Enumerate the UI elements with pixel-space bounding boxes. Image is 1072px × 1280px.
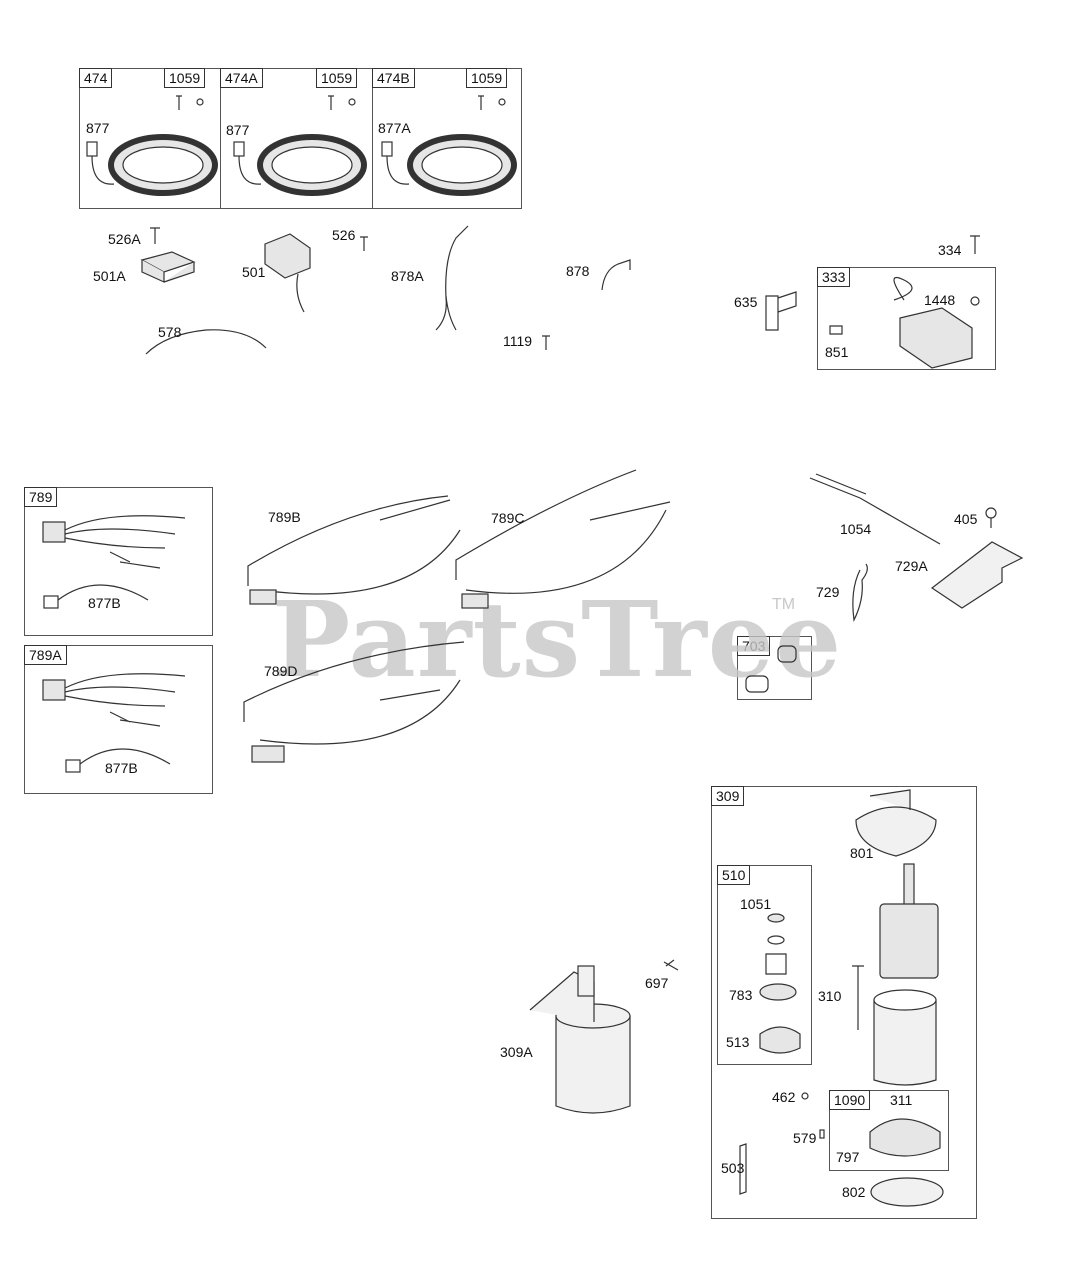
- label-513[interactable]: 513: [726, 1034, 750, 1050]
- tag-333[interactable]: 333: [817, 267, 851, 287]
- bolt-icon: [663, 959, 679, 971]
- connector-lead-icon: [43, 584, 171, 773]
- stator-lead-icon: [86, 141, 410, 185]
- label-877[interactable]: 877: [86, 120, 110, 136]
- label-789b[interactable]: 789B: [268, 509, 301, 525]
- harness-icon: [42, 515, 186, 727]
- bracket-icon: [739, 1143, 747, 1195]
- label-462[interactable]: 462: [772, 1089, 796, 1105]
- label-501a[interactable]: 501A: [93, 268, 126, 284]
- label-789d[interactable]: 789D: [264, 663, 298, 679]
- clamp-icon: [745, 645, 797, 693]
- label-635[interactable]: 635: [734, 294, 758, 310]
- tag-789a[interactable]: 789A: [24, 645, 67, 665]
- label-802[interactable]: 802: [842, 1184, 866, 1200]
- tag-474b[interactable]: 474B: [372, 68, 415, 88]
- tag-474[interactable]: 474: [79, 68, 113, 88]
- label-877b[interactable]: 877B: [88, 595, 121, 611]
- label-878[interactable]: 878: [566, 263, 590, 279]
- tag-309[interactable]: 309: [711, 786, 745, 806]
- nut-icon: [801, 1092, 809, 1100]
- starter-309-box: [711, 786, 977, 1219]
- label-526[interactable]: 526: [332, 227, 356, 243]
- stator-icon: [108, 134, 517, 196]
- label-1054[interactable]: 1054: [840, 521, 872, 537]
- tag-1059[interactable]: 1059: [164, 68, 206, 88]
- label-789c[interactable]: 789C: [491, 510, 525, 526]
- label-503[interactable]: 503: [721, 1160, 745, 1176]
- screw-nut-icon: [176, 95, 506, 110]
- brush-1090-box: [829, 1090, 949, 1171]
- label-783[interactable]: 783: [729, 987, 753, 1003]
- label-797[interactable]: 797: [836, 1149, 860, 1165]
- terminal-icon: [819, 1129, 825, 1139]
- wire-lead-icon: [145, 329, 267, 355]
- label-729a[interactable]: 729A: [895, 558, 928, 574]
- drive-part-icon: [759, 913, 801, 1054]
- label-877[interactable]: 877: [226, 122, 250, 138]
- label-309a[interactable]: 309A: [500, 1044, 533, 1060]
- ignition-coil-icon: [829, 276, 980, 369]
- starter-motor-icon: [529, 965, 631, 1114]
- tag-1090[interactable]: 1090: [829, 1090, 871, 1110]
- tag-1059[interactable]: 1059: [316, 68, 358, 88]
- label-579[interactable]: 579: [793, 1130, 817, 1146]
- label-1119[interactable]: 1119: [503, 333, 533, 349]
- label-851[interactable]: 851: [825, 344, 849, 360]
- tag-789[interactable]: 789: [24, 487, 58, 507]
- shield-plate-icon: [930, 541, 1024, 609]
- armature-icon: [879, 863, 939, 979]
- clip-icon: [852, 563, 868, 623]
- label-877b[interactable]: 877B: [105, 760, 138, 776]
- stator-474b-box: [372, 68, 522, 209]
- wire-lead-icon: [435, 225, 469, 331]
- drive-510-box: [717, 865, 812, 1065]
- trademark-mark: TM: [772, 596, 796, 613]
- label-697[interactable]: 697: [645, 975, 669, 991]
- spark-plug-boot-icon: [765, 291, 797, 331]
- label-310[interactable]: 310: [818, 988, 842, 1004]
- clamp-703-box: [737, 636, 812, 700]
- label-311[interactable]: 311: [890, 1092, 913, 1108]
- tag-474a[interactable]: 474A: [220, 68, 263, 88]
- label-878a[interactable]: 878A: [391, 268, 424, 284]
- wiring-harness-icon: [243, 469, 671, 763]
- ignition-333-box: [817, 267, 996, 370]
- label-877a[interactable]: 877A: [378, 120, 411, 136]
- label-405[interactable]: 405: [954, 511, 978, 527]
- motor-housing-icon: [873, 989, 937, 1086]
- label-1051[interactable]: 1051: [740, 896, 772, 912]
- tag-703[interactable]: 703: [737, 636, 771, 656]
- label-729[interactable]: 729: [816, 584, 840, 600]
- label-501[interactable]: 501: [242, 264, 266, 280]
- label-578[interactable]: 578: [158, 324, 182, 340]
- label-334[interactable]: 334: [938, 242, 962, 258]
- brush-plate-icon: [869, 1118, 941, 1157]
- connector-icon: [601, 259, 631, 291]
- thru-bolt-icon: [852, 965, 864, 1030]
- end-cap-icon: [855, 789, 937, 857]
- tag-510[interactable]: 510: [717, 865, 751, 885]
- harness-789a-box: [24, 645, 213, 794]
- regulator-icon: [140, 233, 311, 313]
- label-801[interactable]: 801: [850, 845, 874, 861]
- end-plate-icon: [870, 1177, 944, 1207]
- label-1448[interactable]: 1448: [924, 292, 956, 308]
- cable-tie-icon: [809, 473, 941, 545]
- label-526a[interactable]: 526A: [108, 231, 141, 247]
- screw-icon: [150, 227, 997, 528]
- harness-789-box: [24, 487, 213, 636]
- tag-1059[interactable]: 1059: [466, 68, 508, 88]
